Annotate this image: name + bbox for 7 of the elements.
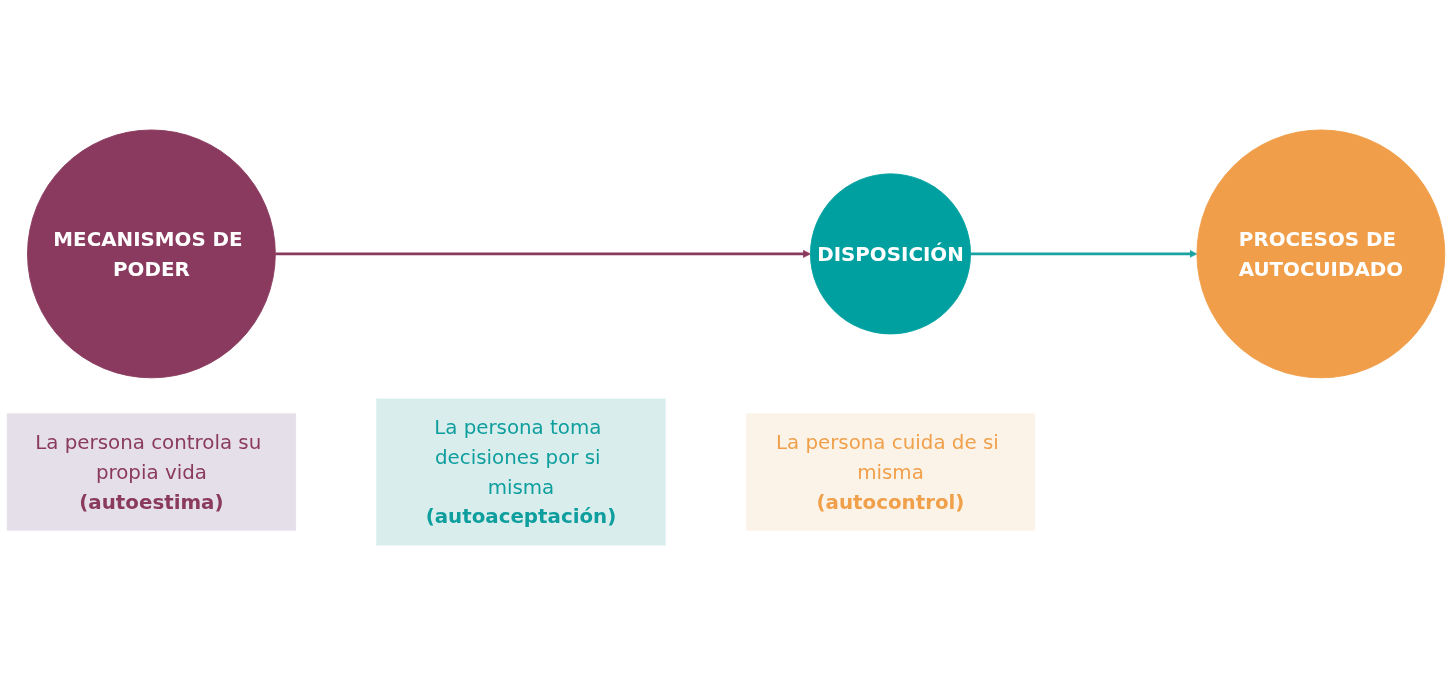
node-circle: MECANISMOS DE PODER (27, 129, 276, 379)
node-circle: DISPOSICIÓN (810, 173, 971, 335)
node-circle: PROCESOS DE AUTOCUIDADO (1196, 129, 1446, 379)
arrow (275, 249, 811, 258)
node-box: La persona toma decisiones por si misma (autoaceptación) (376, 398, 666, 546)
arrow (970, 249, 1198, 258)
node-box: La persona controla su propia vida (autoestima) (6, 413, 297, 531)
